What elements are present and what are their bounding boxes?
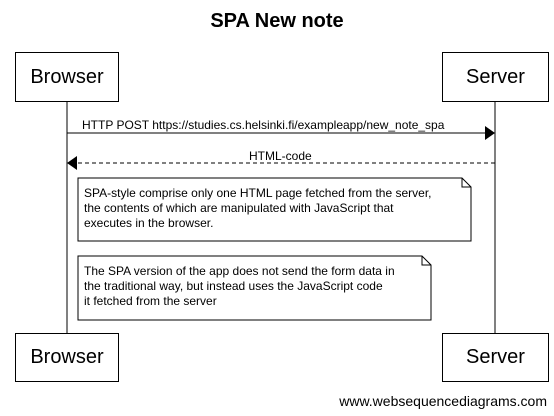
message-1-arrowhead xyxy=(485,126,495,140)
footer-link[interactable]: www.websequencediagrams.com xyxy=(339,393,547,409)
message-1-label: HTTP POST https://studies.cs.helsinki.fi… xyxy=(82,118,445,132)
browser-participant-top: Browser xyxy=(15,52,119,102)
note-1-box xyxy=(77,177,472,242)
note-2-box xyxy=(77,255,432,321)
browser-participant-bottom: Browser xyxy=(15,333,119,382)
server-participant-top: Server xyxy=(442,52,549,102)
note-2-text: The SPA version of the app does not send… xyxy=(84,264,395,308)
note-2-fold xyxy=(421,256,431,266)
server-participant-bottom: Server xyxy=(442,333,549,382)
note-1-text: SPA-style comprise only one HTML page fe… xyxy=(84,186,432,230)
message-2-arrowhead xyxy=(67,156,77,170)
diagram-title: SPA New note xyxy=(210,10,344,32)
message-2-label: HTML-code xyxy=(249,149,312,163)
note-1-fold xyxy=(461,178,471,188)
